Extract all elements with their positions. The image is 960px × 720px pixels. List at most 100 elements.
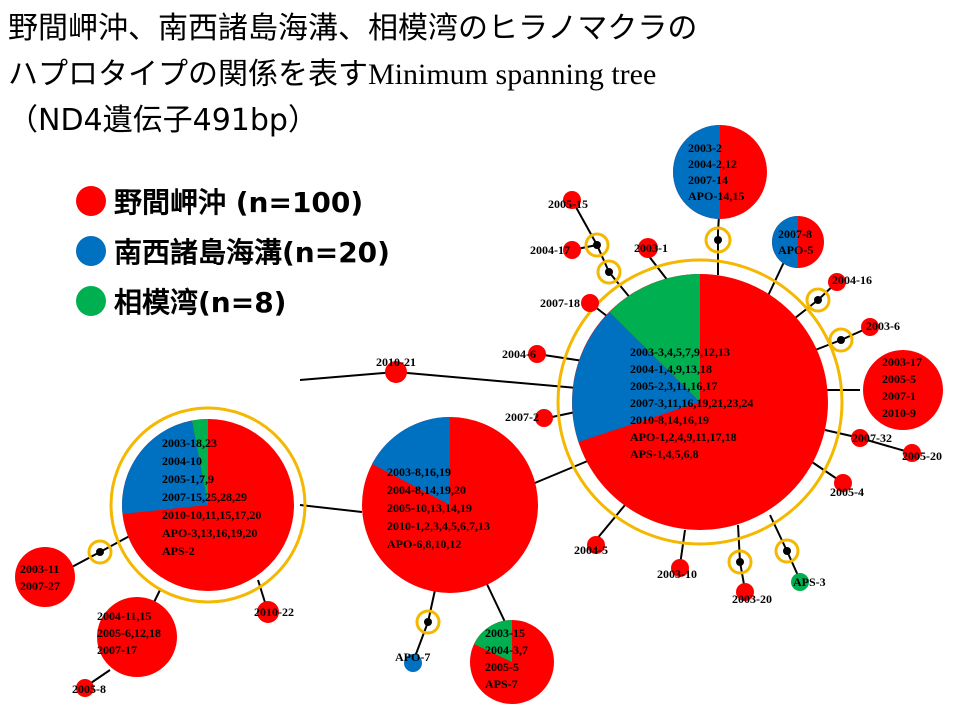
median-dot-6 <box>736 558 744 566</box>
label-top-0: 2003-2 <box>688 141 722 155</box>
label-top-3: APO-14,15 <box>688 189 744 203</box>
legend-label-sagami: 相模湾(n=8) <box>114 286 287 319</box>
label-left-4: 2010-10,11,15,17,20 <box>162 508 261 522</box>
edge-2010-21-main <box>395 371 601 391</box>
label-top-2: 2007-14 <box>688 173 728 187</box>
edge-left-2010-21 <box>299 371 397 381</box>
edge-dot-middle <box>427 589 436 623</box>
node-middle <box>362 416 538 593</box>
legend-item-noma: 野間岬沖 (n=100) <box>76 176 390 226</box>
node-2007-18 <box>581 294 599 312</box>
node-2003-6 <box>861 318 879 336</box>
label-right-big-2: 2007-1 <box>882 389 916 403</box>
legend-item-sagami: 相模湾(n=8) <box>76 276 390 326</box>
label-small-mix-1: APO-5 <box>778 243 813 257</box>
edge-dot-dot <box>596 244 610 273</box>
label-left-1: 2004-10 <box>162 454 202 468</box>
label-2004-16: 2004-16 <box>832 273 872 287</box>
label-main-6: APS-1,4,5,6,8 <box>630 447 699 461</box>
median-dot-7 <box>424 618 432 626</box>
label-2005-15: 2005-15 <box>548 197 588 211</box>
node-2004-17 <box>563 241 581 259</box>
label-2005-4: 2005-4 <box>830 485 864 499</box>
median-dot-2 <box>605 268 613 276</box>
node-2007-32 <box>851 429 869 447</box>
label-bottom-mix-3: APS-7 <box>485 677 518 691</box>
edge-dot-far-left <box>69 551 101 569</box>
node-2005-20 <box>903 444 921 462</box>
label-top-1: 2004-2,12 <box>688 157 737 171</box>
legend-swatch-noma <box>76 186 106 216</box>
node-2004-5 <box>587 536 605 554</box>
legend-swatch-sagami <box>76 286 106 316</box>
title-line-1: 野間岬沖、南西諸島海溝、相模湾のヒラノマクラの <box>8 11 698 46</box>
label-far-left-1: 2007-27 <box>20 579 60 593</box>
ring-4 <box>828 327 854 353</box>
label-main-0: 2003-3,4,5,7,9,12,13 <box>630 345 730 359</box>
title-line-3: （ND4遺伝子491bp） <box>8 103 318 138</box>
label-2004-5: 2004-5 <box>574 543 608 557</box>
edge-dot-main-b1 <box>769 514 788 552</box>
node-2003-10 <box>671 559 689 577</box>
label-left-2: 2005-1,7,9 <box>162 472 214 486</box>
ring-5 <box>774 538 800 564</box>
legend-item-nansei: 南西諸島海溝(n=20) <box>76 226 390 276</box>
ring-top <box>704 226 732 254</box>
label-2005-8: 2005-8 <box>72 682 106 696</box>
node-far-left <box>15 547 75 607</box>
label-2010-22: 2010-22 <box>254 605 294 619</box>
label-left-0: 2003-18,23 <box>162 436 217 450</box>
legend-swatch-nansei <box>76 236 106 266</box>
node-lower-left <box>97 597 177 677</box>
label-middle-2: 2005-10,13,14,19 <box>387 501 472 515</box>
node-2005-15 <box>563 191 581 209</box>
node-APS-3 <box>791 573 809 591</box>
node-2003-1 <box>638 238 658 258</box>
median-dot-3 <box>814 296 822 304</box>
label-middle-0: 2003-8,16,19 <box>387 465 451 479</box>
node-main <box>572 274 828 530</box>
label-middle-3: 2010-1,2,3,4,5,6,7,13 <box>387 519 490 533</box>
label-main-5: APO-1,2,4,9,11,17,18 <box>630 430 737 444</box>
median-vectors <box>96 236 845 626</box>
node-2004-6 <box>528 345 546 363</box>
node-2005-4 <box>834 474 852 492</box>
ring-6 <box>727 549 753 575</box>
node-2005-8 <box>76 679 94 697</box>
label-2007-2: 2007-2 <box>505 410 539 424</box>
node-2004-16 <box>828 273 846 291</box>
label-middle-4: APO-6,8,10,12 <box>387 537 461 551</box>
ring-8 <box>87 539 113 565</box>
singleton-nodes <box>76 191 921 697</box>
median-dot-8 <box>96 548 104 556</box>
legend: 野間岬沖 (n=100) 南西諸島海溝(n=20) 相模湾(n=8) <box>76 176 390 326</box>
edge-2007-32-2005-20 <box>859 437 913 454</box>
left-cluster-ring <box>109 406 307 604</box>
ring-1 <box>584 232 610 258</box>
median-dot-5 <box>783 547 791 555</box>
label-bottom-mix-1: 2004-3,7 <box>485 643 528 657</box>
label-2004-17: 2004-17 <box>530 243 570 257</box>
label-main-3: 2007-3,11,16,19,21,23,24 <box>630 396 753 410</box>
label-bottom-mix-0: 2003-15 <box>485 626 525 640</box>
label-main-4: 2010-8,14,16,19 <box>630 413 709 427</box>
legend-label-nansei: 南西諸島海溝(n=20) <box>114 236 390 269</box>
label-right-big-0: 2003-17 <box>882 355 922 369</box>
label-lower-left-0: 2004-11,15 <box>97 609 151 623</box>
label-lower-left-2: 2007-17 <box>97 643 137 657</box>
node-2010-21 <box>385 361 407 383</box>
label-2003-1: 2003-1 <box>634 241 668 255</box>
label-small-mix-0: 2007-8 <box>778 227 812 241</box>
node-APO-7 <box>404 654 422 672</box>
label-2003-20: 2003-20 <box>732 592 772 606</box>
label-2004-6: 2004-6 <box>502 347 536 361</box>
node-right-big <box>863 350 943 430</box>
label-main-1: 2004-1,4,9,13,18 <box>630 362 712 376</box>
label-2003-10: 2003-10 <box>657 567 697 581</box>
label-2007-18: 2007-18 <box>540 296 580 310</box>
cluster-rings <box>87 226 854 635</box>
edge-2004-5-main <box>595 504 626 541</box>
node-bottom-mix <box>470 620 554 704</box>
label-right-big-1: 2005-5 <box>882 372 916 386</box>
ring-3 <box>805 287 831 313</box>
